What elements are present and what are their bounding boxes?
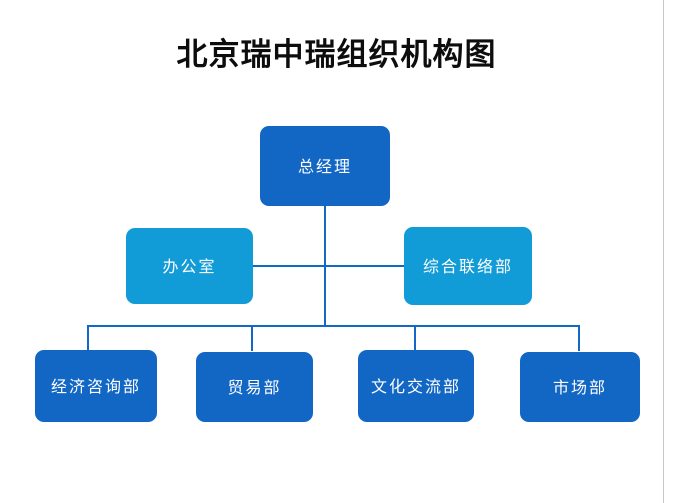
node-liaison-department-label: 综合联络部 [422,256,513,276]
page-title: 北京瑞中瑞组织机构图 [176,37,497,73]
connector-drop-marketing [578,325,580,351]
node-general-manager-label: 总经理 [297,156,352,176]
node-economic-consulting-department-label: 经济咨询部 [50,376,141,396]
connector-drop-economic-consulting [87,325,89,351]
node-marketing-department[interactable]: 市场部 [520,352,640,422]
connector-drop-cultural-exchange [414,325,416,351]
node-liaison-department[interactable]: 综合联络部 [404,227,532,305]
node-office[interactable]: 办公室 [126,228,253,304]
node-cultural-exchange-department[interactable]: 文化交流部 [358,350,474,422]
node-economic-consulting-department[interactable]: 经济咨询部 [35,350,157,422]
node-cultural-exchange-department-label: 文化交流部 [370,376,461,396]
connector-root-trunk-upper [324,205,326,266]
node-trade-department-label: 贸易部 [227,377,282,397]
connector-drop-trade [251,325,253,351]
connector-root-to-office [253,265,325,267]
connector-root-trunk-lower [324,266,326,326]
connector-department-bus [87,325,580,327]
slide-right-border [663,0,664,503]
connector-root-to-liaison [324,265,405,267]
node-marketing-department-label: 市场部 [552,377,607,397]
node-general-manager[interactable]: 总经理 [260,126,390,206]
node-office-label: 办公室 [162,256,217,276]
node-trade-department[interactable]: 贸易部 [196,352,313,422]
